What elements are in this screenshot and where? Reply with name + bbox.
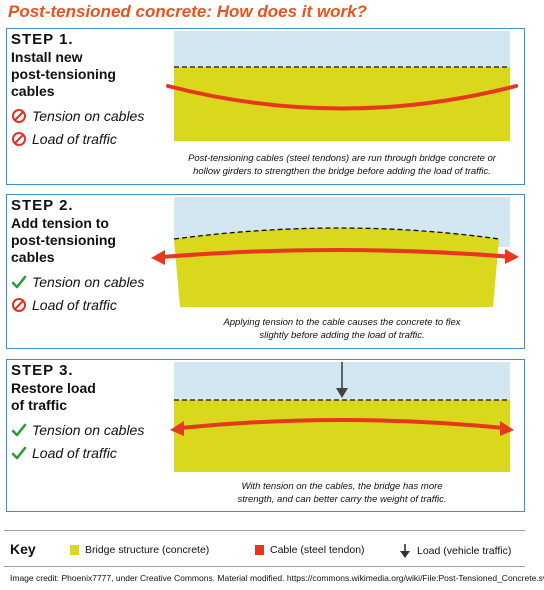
step-3-caption: With tension on the cables, the bridge h… — [164, 481, 520, 506]
step-2-panel: STEP 2. Add tension to post-tensioning c… — [6, 194, 525, 349]
step-1-text: STEP 1. Install new post-tensioning cabl… — [11, 31, 161, 147]
cable-arrow-left — [151, 250, 165, 265]
status-tension: Tension on cables — [11, 422, 161, 438]
step-heading-line: Restore load — [11, 380, 96, 396]
step-3-panel: STEP 3. Restore load of traffic Tension … — [6, 359, 525, 512]
step-2-caption: Applying tension to the cable causes the… — [164, 317, 520, 342]
status-tension: Tension on cables — [11, 274, 161, 290]
caption-line: Applying tension to the cable causes the… — [223, 317, 461, 328]
caption-line: slightly before adding the load of traff… — [259, 329, 425, 341]
prohibited-icon — [12, 298, 26, 312]
step-label: STEP 1. — [11, 31, 74, 48]
key-label: Cable (steel tendon) — [270, 544, 365, 556]
step-2-text: STEP 2. Add tension to post-tensioning c… — [11, 197, 161, 313]
status-label: Load of traffic — [32, 297, 117, 313]
key-item-cable: Cable (steel tendon) — [255, 544, 365, 556]
status-label: Tension on cables — [32, 274, 145, 290]
step-1-diagram — [166, 31, 518, 141]
cable-arrow-right — [505, 249, 519, 264]
caption-line: strength, and can better carry the weigh… — [237, 493, 447, 505]
key-item-load: Load (vehicle traffic) — [398, 544, 511, 558]
step-3-text: STEP 3. Restore load of traffic Tension … — [11, 362, 161, 461]
down-arrow-icon — [400, 544, 410, 558]
cable — [160, 248, 514, 259]
prohibited-icon — [12, 109, 26, 123]
concrete-beam — [174, 228, 499, 307]
key-title: Key — [10, 541, 36, 557]
step-heading-line: cables — [11, 249, 55, 265]
step-3-diagram — [170, 362, 514, 472]
red-square-icon — [255, 545, 264, 555]
checkmark-icon — [11, 423, 27, 437]
status-label: Tension on cables — [32, 108, 145, 124]
yellow-square-icon — [70, 545, 79, 555]
cable-arrow-left — [170, 421, 184, 436]
sky-area — [174, 31, 510, 67]
cable — [166, 84, 518, 111]
step-label: STEP 3. — [11, 362, 74, 379]
key-label: Bridge structure (concrete) — [85, 544, 210, 556]
cable-arrow-right — [500, 421, 514, 436]
status-label: Tension on cables — [32, 422, 145, 438]
step-heading-line: post-tensioning — [11, 232, 116, 248]
status-label: Load of traffic — [32, 445, 117, 461]
status-traffic: Load of traffic — [11, 445, 161, 461]
step-heading-line: of traffic — [11, 397, 67, 413]
status-traffic: Load of traffic — [11, 131, 161, 147]
page-title: Post-tensioned concrete: How does it wor… — [8, 2, 367, 21]
checkmark-icon — [11, 446, 27, 460]
status-label: Load of traffic — [32, 131, 117, 147]
credit-divider — [4, 566, 525, 567]
step-heading-line: Install new — [11, 49, 83, 65]
status-traffic: Load of traffic — [11, 297, 161, 313]
status-tension: Tension on cables — [11, 108, 161, 124]
step-label: STEP 2. — [11, 197, 74, 214]
load-arrow-icon — [336, 362, 348, 398]
step-1-panel: STEP 1. Install new post-tensioning cabl… — [6, 28, 525, 185]
concrete-beam — [174, 67, 510, 141]
step-heading-line: cables — [11, 83, 55, 99]
key-item-concrete: Bridge structure (concrete) — [70, 544, 209, 556]
step-2-diagram — [151, 197, 519, 307]
concrete-beam — [174, 400, 510, 472]
key-divider — [4, 530, 525, 531]
prohibited-icon — [12, 132, 26, 146]
caption-line: Post-tensioning cables (steel tendons) a… — [188, 153, 496, 164]
image-credit: Image credit: Phoenix7777, under Creativ… — [10, 573, 544, 583]
key-label: Load (vehicle traffic) — [417, 545, 512, 557]
cable — [179, 418, 505, 430]
step-heading-line: post-tensioning — [11, 66, 116, 82]
checkmark-icon — [11, 275, 27, 289]
caption-line: With tension on the cables, the bridge h… — [241, 481, 443, 492]
step-heading-line: Add tension to — [11, 215, 109, 231]
caption-line: hollow girders to strengthen the bridge … — [193, 165, 491, 177]
step-1-caption: Post-tensioning cables (steel tendons) a… — [164, 153, 520, 178]
road-surface-line — [173, 227, 500, 240]
